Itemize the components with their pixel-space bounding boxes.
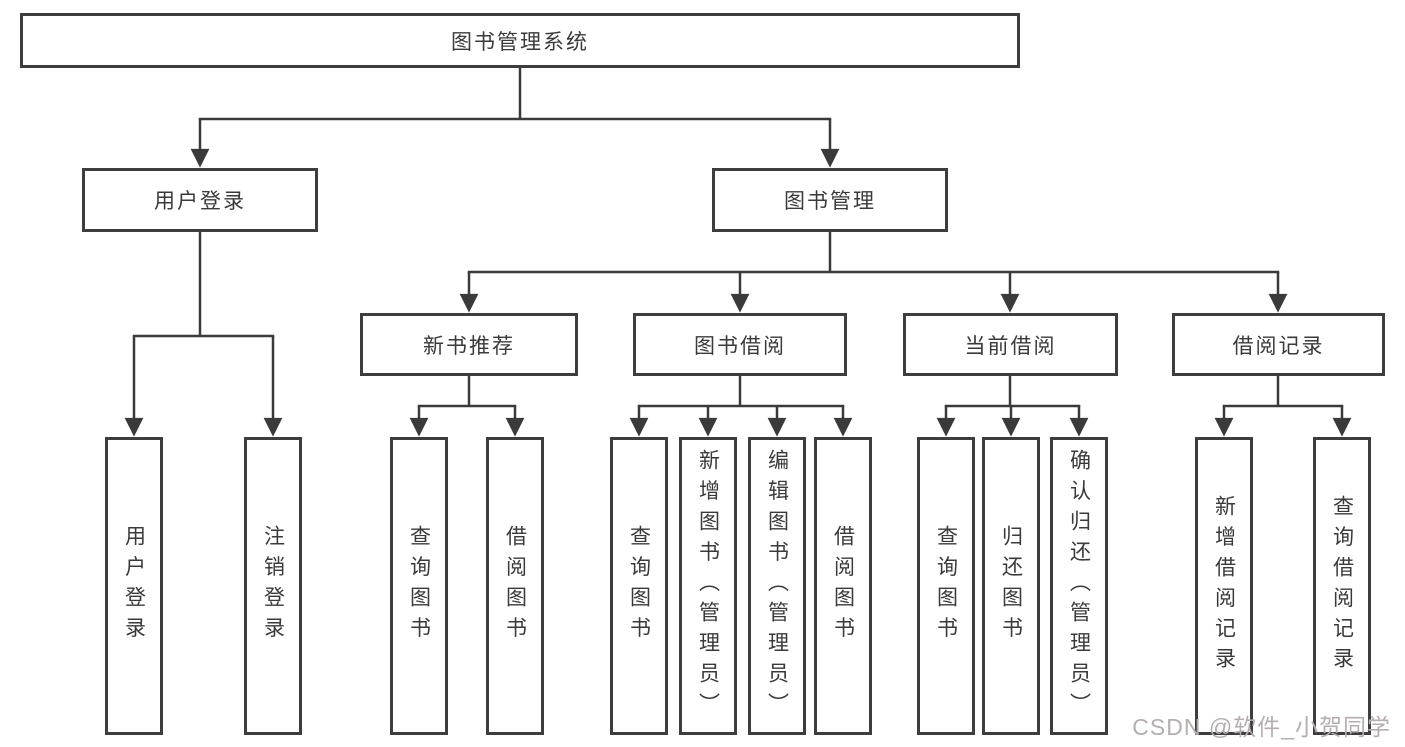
- leaf-return-books-label: 归还图书: [999, 525, 1023, 647]
- leaf-confirm-return-admin-label: 确认归还（管理员）: [1067, 448, 1091, 724]
- csdn-watermark: CSDN @软件_小贺同学: [1132, 714, 1391, 740]
- leaf-return-books: 归还图书: [982, 437, 1040, 735]
- leaf-query-borrow-record-label: 查询借阅记录: [1330, 494, 1354, 678]
- node-library-management-system: 图书管理系统: [20, 13, 1020, 68]
- leaf-add-books-admin: 新增图书（管理员）: [679, 437, 737, 735]
- leaf-user-login: 用户登录: [105, 437, 163, 735]
- leaf-logout-label: 注销登录: [261, 525, 285, 647]
- node-current-borrow: 当前借阅: [903, 313, 1118, 376]
- leaf-query-borrow-record: 查询借阅记录: [1313, 437, 1371, 735]
- leaf-edit-books-admin-label: 编辑图书（管理员）: [765, 448, 789, 724]
- node-user-login-branch: 用户登录: [82, 168, 318, 232]
- leaf-recommend-borrow-books-label: 借阅图书: [503, 525, 527, 647]
- leaf-recommend-borrow-books: 借阅图书: [486, 437, 544, 735]
- leaf-borrow-borrow-books: 借阅图书: [814, 437, 872, 735]
- leaf-borrow-query-books-label: 查询图书: [627, 525, 651, 647]
- leaf-recommend-query-books: 查询图书: [390, 437, 448, 735]
- leaf-edit-books-admin: 编辑图书（管理员）: [748, 437, 806, 735]
- leaf-confirm-return-admin: 确认归还（管理员）: [1050, 437, 1108, 735]
- leaf-current-query-books: 查询图书: [917, 437, 975, 735]
- leaf-add-books-admin-label: 新增图书（管理员）: [696, 448, 720, 724]
- node-book-management-branch: 图书管理: [712, 168, 948, 232]
- leaf-add-borrow-record: 新增借阅记录: [1195, 437, 1253, 735]
- leaf-current-query-books-label: 查询图书: [934, 525, 958, 647]
- leaf-borrow-borrow-books-label: 借阅图书: [831, 525, 855, 647]
- node-new-book-recommend: 新书推荐: [360, 313, 578, 376]
- leaf-borrow-query-books: 查询图书: [610, 437, 668, 735]
- node-book-borrow: 图书借阅: [633, 313, 847, 376]
- leaf-recommend-query-books-label: 查询图书: [407, 525, 431, 647]
- leaf-user-login-label: 用户登录: [122, 525, 146, 647]
- node-borrow-records: 借阅记录: [1172, 313, 1385, 376]
- leaf-logout: 注销登录: [244, 437, 302, 735]
- leaf-add-borrow-record-label: 新增借阅记录: [1212, 494, 1236, 678]
